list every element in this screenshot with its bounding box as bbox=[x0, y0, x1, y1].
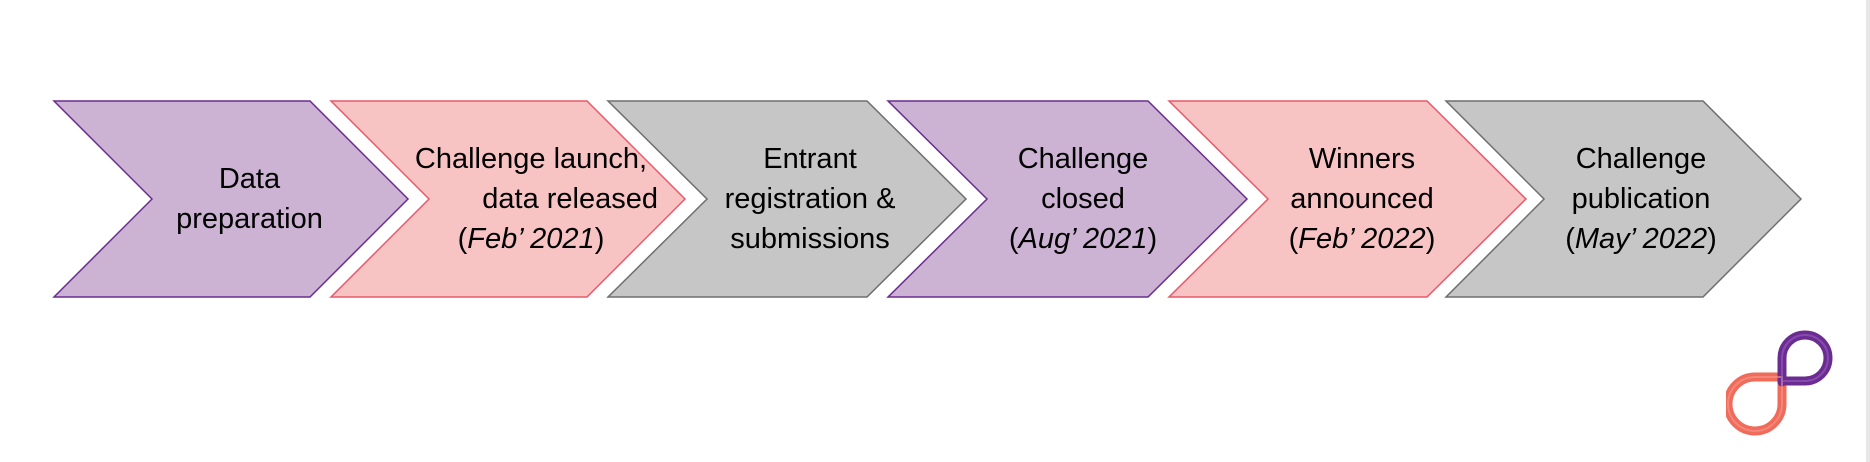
stage-1-label: Data preparation bbox=[152, 101, 347, 297]
stage-5-line-1: Winners bbox=[1308, 143, 1416, 175]
stage-3-label: Entrant registration & submissions bbox=[700, 101, 920, 297]
stage-4-line-1: Challenge bbox=[1017, 143, 1149, 175]
stage-1-line-2: preparation bbox=[176, 203, 323, 235]
infinity-loop-logo-icon bbox=[1726, 330, 1833, 436]
stage-6-line-1: Challenge bbox=[1575, 143, 1707, 175]
stage-6-date-value: May’ 2022 bbox=[1574, 223, 1708, 255]
stage-4-date: (Aug’ 2021) bbox=[1008, 223, 1158, 255]
stage-3-line-1: Entrant bbox=[763, 143, 857, 175]
stage-2-line-1: Challenge launch, bbox=[414, 143, 648, 175]
stage-2-chevron bbox=[329, 100, 687, 298]
stage-2-date: (Feb’ 2021) bbox=[457, 223, 605, 255]
stage-5-chevron bbox=[1167, 100, 1528, 298]
stage-5-date-value: Feb’ 2022 bbox=[1298, 223, 1426, 255]
stage-3-line-2: registration & bbox=[724, 183, 896, 215]
stage-2-line-2: data released bbox=[482, 183, 658, 215]
stage-6-line-2: publication bbox=[1571, 183, 1711, 215]
stage-4-label: Challenge closed (Aug’ 2021) bbox=[983, 101, 1183, 297]
stage-3-line-3: submissions bbox=[730, 223, 890, 255]
stage-4-line-2: closed bbox=[1041, 183, 1125, 215]
page-edge bbox=[1866, 0, 1870, 462]
stage-2-date-value: Feb’ 2021 bbox=[467, 223, 595, 255]
stage-5-date: (Feb’ 2022) bbox=[1288, 223, 1436, 255]
stage-2-label: Challenge launch, data released (Feb’ 20… bbox=[404, 101, 658, 297]
stage-1-line-1: Data bbox=[218, 163, 281, 195]
stage-5-line-2: announced bbox=[1290, 183, 1434, 215]
stage-6-chevron bbox=[1444, 100, 1803, 298]
stage-4-chevron bbox=[886, 100, 1249, 298]
stage-5-label: Winners announced (Feb’ 2022) bbox=[1262, 101, 1462, 297]
stage-3-chevron bbox=[606, 100, 968, 298]
stage-6-label: Challenge publication (May’ 2022) bbox=[1540, 101, 1742, 297]
stage-6-date: (May’ 2022) bbox=[1565, 223, 1717, 255]
stage-4-date-value: Aug’ 2021 bbox=[1018, 223, 1148, 255]
stage-1-chevron bbox=[52, 100, 410, 298]
